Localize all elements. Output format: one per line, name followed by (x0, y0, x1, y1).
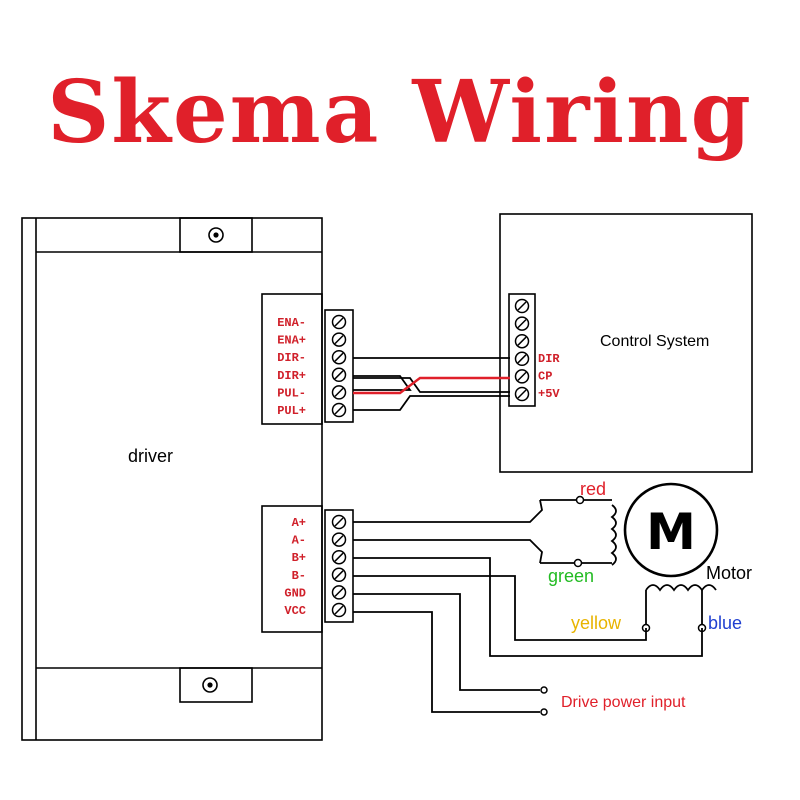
wire-gnd (353, 593, 540, 691)
cs-terminal-label-cp: CP (538, 370, 552, 384)
wire-a-minus (353, 539, 543, 564)
terminal-label-enaplus: ENA+ (277, 334, 306, 348)
driver-box (21, 217, 323, 741)
terminal-label-gnd: GND (284, 586, 306, 600)
wire-label-red: red (580, 479, 606, 499)
wire-pul-plus (353, 395, 510, 411)
terminal-label-aminus: A- (292, 534, 306, 548)
motor-symbol-letter: M (646, 503, 696, 561)
wire-label-yellow: yellow (571, 613, 622, 633)
wire-b-plus (353, 557, 703, 657)
driver-power-terminal-block (324, 509, 354, 623)
driver-control-screw-slot (334, 387, 344, 397)
wire-vcc (353, 611, 540, 713)
driver-control-screw-slot (334, 405, 344, 415)
motor-coil-b (645, 584, 717, 592)
control-system-screw-slot (517, 336, 527, 346)
motor-symbol: M (623, 482, 719, 578)
driver-label: driver (128, 446, 173, 466)
wire-label-blue: blue (708, 613, 742, 633)
control-system-box (499, 213, 753, 473)
control-system-screw-slot (517, 319, 527, 329)
driver-control-screw-slot (334, 317, 344, 327)
terminal-label-vcc: VCC (284, 604, 306, 618)
wire-cp (353, 377, 510, 393)
driver-control-screw-slot (334, 352, 344, 362)
driver-power-screw-slot (334, 517, 344, 527)
control-system-screw-slot (517, 389, 527, 399)
control-system-screw-slot (517, 371, 527, 381)
terminal-label-pulplus: PUL+ (277, 404, 306, 418)
terminal-label-bminus: B- (292, 569, 306, 583)
driver-control-screw-slot (334, 370, 344, 380)
driver-power-screw-slot (334, 587, 344, 597)
motor-coil-a (610, 504, 617, 566)
terminal-label-dirminus: DIR- (277, 351, 306, 365)
terminal-label-bplus: B+ (292, 551, 306, 565)
driver-power-screw-slot (334, 535, 344, 545)
control-system-terminal-block (508, 293, 536, 407)
motor-label: Motor (706, 563, 752, 583)
cs-terminal-label-dir: DIR (538, 352, 560, 366)
wire-label-green: green (548, 566, 594, 586)
terminal-label-dirplus: DIR+ (277, 369, 306, 383)
driver-power-screw-slot (334, 552, 344, 562)
cs-terminal-label-plus5v: +5V (538, 387, 560, 401)
terminal-label-aplus: A+ (292, 516, 306, 530)
wire-b-minus (353, 575, 647, 641)
driver-power-screw-slot (334, 605, 344, 615)
wire-a-plus (353, 499, 543, 523)
driver-power-screw-slot (334, 570, 344, 580)
control-system-screw-slot (517, 301, 527, 311)
driver-control-terminal-block (324, 309, 354, 423)
terminal-label-pulminus: PUL- (277, 386, 306, 400)
terminal-label-enaminus: ENA- (277, 316, 306, 330)
mount-screw-top (208, 227, 224, 243)
control-system-screw-slot (517, 354, 527, 364)
wire-cp-red (353, 376, 510, 395)
page-title: Skema Wiring (47, 62, 753, 163)
mount-screw-bottom (202, 677, 218, 693)
wire-dir-plus-link (353, 375, 412, 391)
control-system-label: Control System (600, 333, 709, 350)
driver-control-screw-slot (334, 335, 344, 345)
power-input-label: Drive power input (561, 694, 686, 711)
